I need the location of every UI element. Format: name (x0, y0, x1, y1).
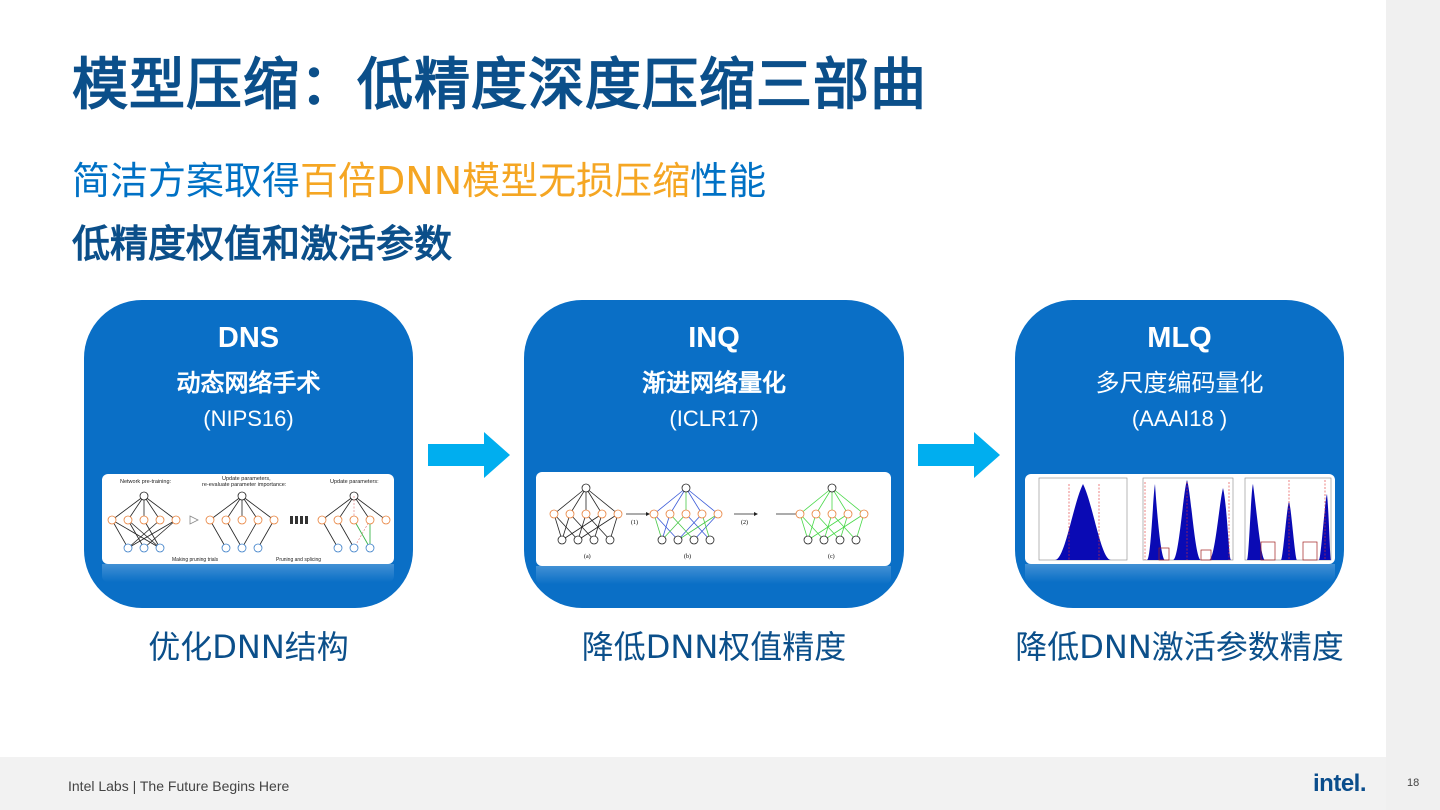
intel-logo: intel. (1313, 770, 1367, 797)
card-inq: INQ 渐进网络量化 (ICLR17) (a) (1) (524, 300, 904, 608)
card-title: INQ (688, 322, 740, 354)
figure-label: (a) (584, 553, 591, 560)
mlq-histogram-plots (1038, 477, 1332, 561)
card-title: MLQ (1147, 322, 1212, 354)
card-paper: (NIPS16) (203, 406, 294, 431)
slide-subtitle-2: 低精度权值和激活参数 (72, 222, 453, 266)
figure-reflection (102, 564, 394, 582)
histogram-peak (1147, 484, 1165, 560)
card-dns: DNS 动态网络手术 (NIPS16) Network pre-training… (84, 300, 413, 608)
right-strip (1386, 0, 1440, 810)
dns-network-diagram: Network pre-training: Update parameters,… (107, 476, 391, 563)
figure-label: (2) (741, 519, 748, 526)
figure-label: Pruning and splicing (276, 557, 321, 563)
caption-mlq: 降低DNN激活参数精度 (1015, 628, 1344, 666)
subtitle-post: 性能 (690, 159, 767, 203)
slide-title: 模型压缩：低精度深度压缩三部曲 (72, 53, 927, 118)
subtitle-pre: 简洁方案取得 (72, 159, 301, 203)
figure-reflection (1025, 564, 1335, 582)
dns-figure: Network pre-training: Update parameters,… (102, 474, 394, 564)
figure-label: re-evaluate parameter importance: (202, 482, 287, 488)
histogram-peak (1173, 480, 1201, 560)
inq-figure: (a) (1) (b) (2) (536, 472, 891, 566)
slide-subtitle: 简洁方案取得百倍DNN模型无损压缩性能 (72, 150, 766, 205)
subtitle-highlight: 百倍DNN模型无损压缩 (300, 159, 691, 203)
figure-label: (c) (828, 553, 835, 560)
histogram-peak (1209, 488, 1231, 560)
arrow-right-icon (428, 432, 510, 478)
footer-bar (0, 757, 1386, 810)
card-subtitle: 多尺度编码量化 (1095, 369, 1264, 397)
figure-reflection (536, 566, 891, 584)
figure-label: (1) (631, 519, 638, 526)
page-number: 18 (1407, 777, 1420, 789)
inq-network-diagram: (a) (1) (b) (2) (549, 483, 869, 560)
figure-label: Update parameters, (222, 476, 271, 482)
caption-dns: 优化DNN结构 (148, 628, 349, 666)
card-paper: (AAAI18 ) (1131, 406, 1228, 431)
arrow-right-icon (918, 432, 1000, 478)
caption-inq: 降低DNN权值精度 (581, 628, 847, 666)
footer-text: Intel Labs | The Future Begins Here (68, 778, 290, 794)
figure-label: Network pre-training: (120, 479, 172, 485)
card-title: DNS (217, 322, 280, 354)
card-mlq: MLQ 多尺度编码量化 (AAAI18 ) (1015, 300, 1344, 608)
mlq-figure (1025, 474, 1335, 564)
card-paper: (ICLR17) (669, 406, 759, 431)
card-subtitle: 动态网络手术 (176, 369, 321, 397)
figure-label: Making pruning trials (172, 557, 219, 563)
histogram-peak (1247, 484, 1265, 560)
figure-label: Update parameters: (330, 479, 379, 485)
figure-label: (b) (684, 553, 691, 560)
card-subtitle: 渐进网络量化 (642, 369, 786, 397)
